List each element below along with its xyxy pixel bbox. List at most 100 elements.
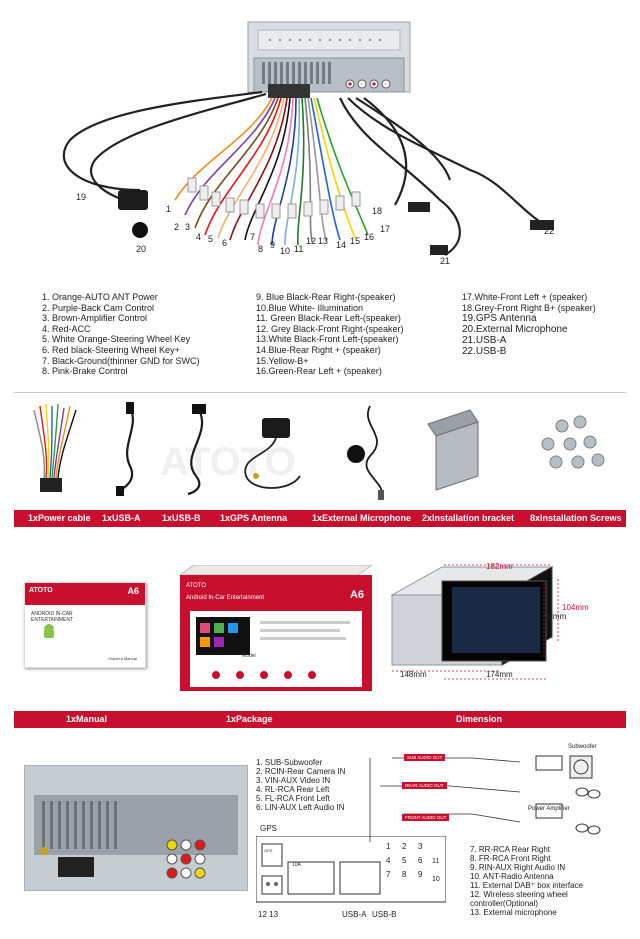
microphone-icon <box>347 405 384 500</box>
legend-item: 1. SUB-Subwoofer <box>256 758 323 767</box>
grid-number: 4 <box>386 856 391 865</box>
front-audio-out-label: FRONT AUDIO OUT <box>402 814 450 821</box>
power-amplifier-label: Power Amplifier <box>528 806 570 812</box>
power-amplifier-icon <box>535 803 563 819</box>
package-label: 1xPackage <box>226 714 273 724</box>
legend-item: 9. Blue Black-Rear Right-(speaker) <box>256 292 396 302</box>
callout-3: 3 <box>185 222 191 232</box>
section-divider <box>14 392 626 393</box>
panel-10a-label: 10A <box>292 862 301 868</box>
grid-number: 2 <box>402 842 407 851</box>
legend-item: 2. Purple-Back Cam Control <box>42 302 155 313</box>
gps-label: GPS <box>260 824 277 833</box>
callout-1: 1 <box>166 204 172 214</box>
callout-18: 18 <box>372 206 383 216</box>
legend-item: 13.White Black-Front Left-(speaker) <box>256 334 399 345</box>
usb-b-icon <box>530 220 554 230</box>
legend-item: 8. FR-RCA Front Right <box>470 854 551 863</box>
legend-item: 10. ANT-Radio Antenna <box>470 872 554 881</box>
callout-12: 12 <box>306 236 317 246</box>
legend-item: controller(Optional) <box>470 899 539 908</box>
callout-16: 16 <box>364 232 375 242</box>
microphone-icon <box>132 222 148 238</box>
legend-item: 3. VIN-AUX Video IN <box>256 776 331 785</box>
legend-item: 17.White-Front Left + (speaker) <box>462 292 588 302</box>
package-model-label: Model <box>242 653 256 659</box>
dimension-depth: 148mm <box>400 670 427 679</box>
harness-wires <box>174 97 369 246</box>
rear-legend-bottom: 7. RR-RCA Rear Right 8. FR-RCA Front Rig… <box>470 845 583 917</box>
dimension-label: Dimension <box>456 714 503 724</box>
wiring-legend-col3: 17.White-Front Left + (speaker) 18.Grey-… <box>462 292 596 357</box>
legend-item: 20.External Microphone <box>462 324 568 336</box>
callout-17: 17 <box>380 224 391 234</box>
manual-label: 1xManual <box>66 714 108 724</box>
gps-antenna-icon <box>244 418 301 489</box>
rca-number-grid: 1 2 3 4 5 6 7 8 9 <box>382 842 436 886</box>
callout-15: 15 <box>350 236 361 246</box>
accessories-label-bar: 1xPower cable 1xUSB-A 1xUSB-B 1xGPS Ante… <box>14 510 626 527</box>
legend-item: 16.Green-Rear Left + (speaker) <box>256 366 382 377</box>
connector-panel-schematic <box>256 836 446 903</box>
grid-number: 6 <box>418 856 423 865</box>
owners-manual-booklet: ATOTO A6 ANDROID IN-CAR ENTERTAINMENT Ow… <box>24 582 146 668</box>
callout-8: 8 <box>258 244 264 254</box>
manual-owners-label: Owner's Manual <box>108 656 137 661</box>
wiring-diagram-section: 19 20 1 2 3 4 5 6 7 8 9 10 11 12 13 14 1… <box>0 0 640 392</box>
subwoofer-icon <box>569 755 593 779</box>
package-product: Android In-Car Entertainment <box>186 595 265 601</box>
legend-item: 19.GPS Antenna <box>462 313 537 325</box>
legend-item: 14.Blue-Rear Right + (speaker) <box>256 344 381 355</box>
callout-7: 7 <box>250 232 256 242</box>
legend-item: 2. RCIN-Rear Camera IN <box>256 767 346 776</box>
grid-number: 7 <box>386 870 391 879</box>
dimension-height-inner: 98mm <box>544 612 567 621</box>
grid-number: 1 <box>386 842 391 851</box>
callout-20: 20 <box>136 244 147 254</box>
subwoofer-label: Subwoofer <box>568 744 597 750</box>
callout-11: 11 <box>294 244 304 254</box>
usb-a-icon <box>408 202 430 212</box>
dimension-width-top: 182mm <box>486 562 513 571</box>
gps-antenna-icon <box>118 190 148 210</box>
callout-6: 6 <box>222 238 228 248</box>
legend-item: 13. External microphone <box>470 908 557 917</box>
accessory-label: 1xUSB-A <box>102 513 141 523</box>
grid-number: 10 <box>432 876 440 883</box>
legend-item: 12. Grey Black-Front Right-(speaker) <box>256 323 404 334</box>
callout-5: 5 <box>208 234 214 244</box>
legend-item: 5. White Orange-Steering Wheel Key <box>42 334 191 345</box>
manual-title-line2: ENTERTAINMENT <box>31 617 74 623</box>
callout-4: 4 <box>196 232 202 242</box>
legend-item: 1. Orange-AUTO ANT Power <box>42 292 158 302</box>
package-model: A6 <box>349 589 364 601</box>
rear-legend-top: 1. SUB-Subwoofer 2. RCIN-Rear Camera IN … <box>256 758 345 812</box>
dimension-drawing <box>390 564 559 680</box>
accessory-label: 2xInstallation bracket <box>422 513 515 523</box>
accessory-label: 1xGPS Antenna <box>220 513 288 523</box>
legend-item: 12. Wireless steering wheel <box>470 890 568 899</box>
manual-model: A6 <box>127 586 139 596</box>
black-cables <box>62 90 546 256</box>
accessory-label: 1xExternal Microphone <box>312 513 412 523</box>
legend-item: 22.USB-B <box>462 346 507 358</box>
usb-a-cable-icon <box>119 407 134 491</box>
callout-19: 19 <box>76 192 87 202</box>
legend-item: 3. Brown-Amplifier Control <box>42 313 148 324</box>
grid-number: 8 <box>402 870 407 879</box>
watermark: ATOTO <box>160 440 296 484</box>
accessories-section: 1xPower cable 1xUSB-A 1xUSB-B 1xGPS Ante… <box>0 396 640 532</box>
legend-item: 7. Black-Ground(thinner GND for SWC) <box>42 355 200 366</box>
label-12-13: 12 13 <box>258 910 279 919</box>
legend-item: 11. Green Black-Rear Left-(speaker) <box>256 313 401 324</box>
usb-b-cable-icon <box>187 411 203 496</box>
manual-brand: ATOTO <box>29 587 53 594</box>
rear-audio-out-label: REAR AUDIO OUT <box>402 782 447 789</box>
power-cable-icon <box>33 403 77 479</box>
grid-number: 5 <box>402 856 407 865</box>
legend-item: 4. Red-ACC <box>42 323 91 334</box>
accessory-label: 1xUSB-B <box>162 513 201 523</box>
legend-item: 18.Grey-Front Right B+ (speaker) <box>462 302 596 313</box>
grid-number: 3 <box>418 842 423 851</box>
installation-bracket-icon <box>427 409 479 491</box>
